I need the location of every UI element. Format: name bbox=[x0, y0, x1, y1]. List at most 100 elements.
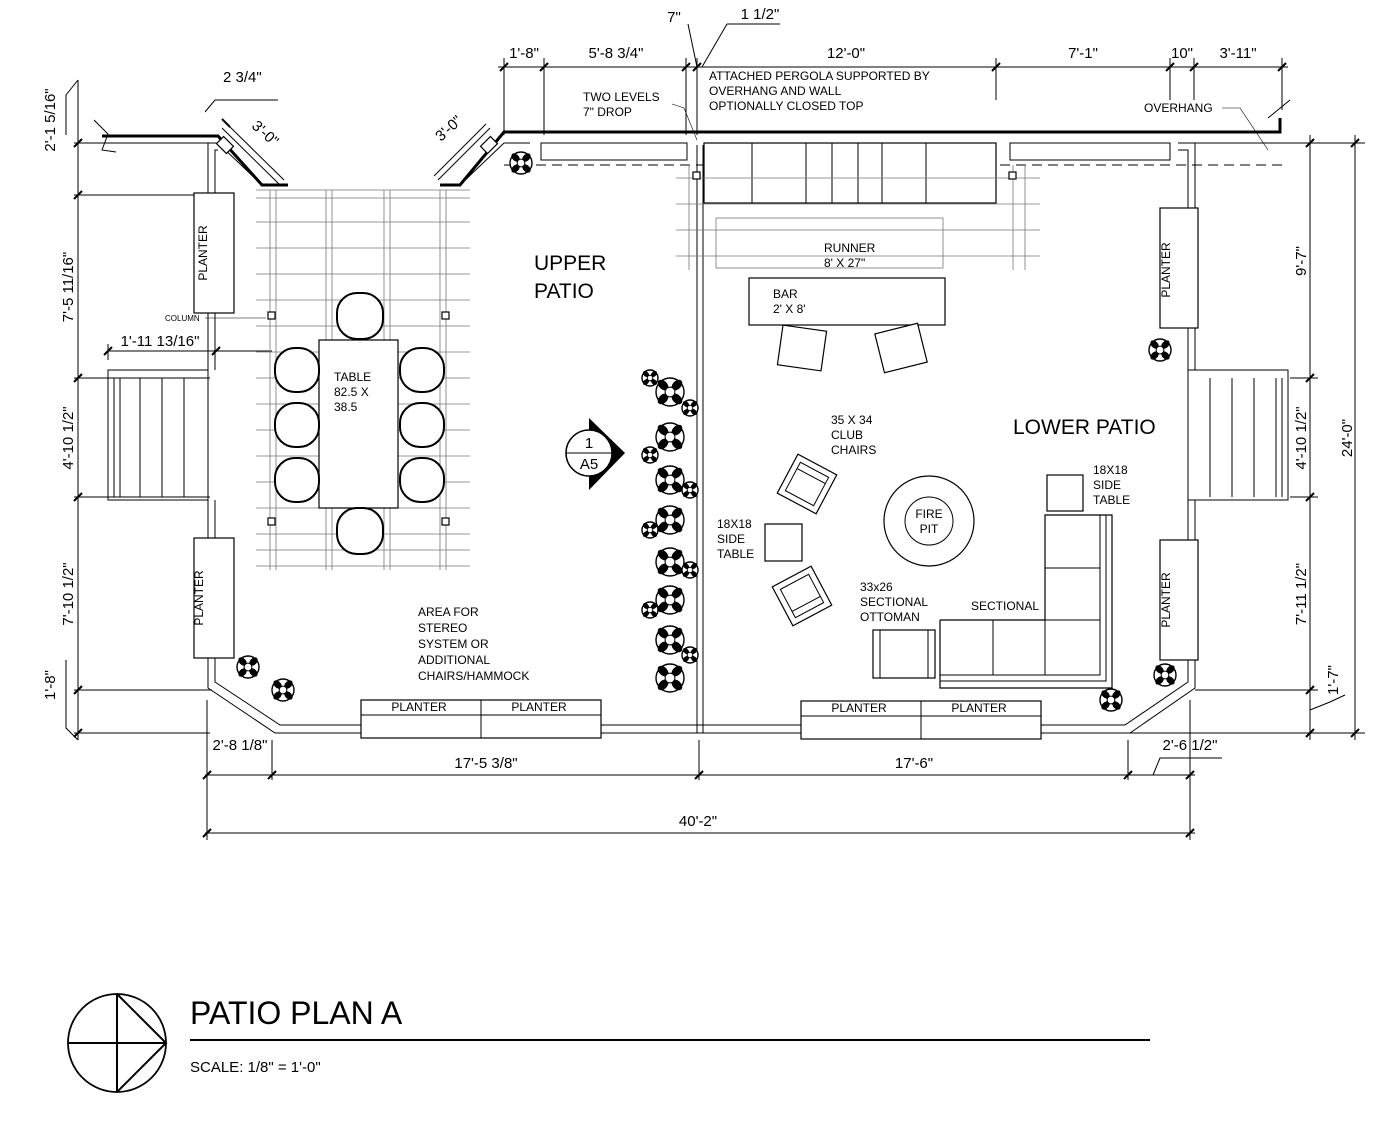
dining-chair bbox=[274, 457, 320, 503]
table-label: 82.5 X bbox=[334, 385, 369, 399]
shrub-icon bbox=[1099, 688, 1123, 712]
section-number: 1 bbox=[585, 435, 593, 452]
area-note: ADDITIONAL bbox=[418, 653, 490, 667]
dining-chair bbox=[336, 292, 384, 340]
pergola-note: OVERHANG AND WALL bbox=[709, 84, 842, 98]
dining-chair bbox=[274, 402, 320, 448]
side-table-left bbox=[764, 523, 803, 562]
ottoman-label: 33x26 bbox=[860, 580, 893, 594]
bar-label: BAR bbox=[773, 287, 798, 301]
title-block: PATIO PLAN A SCALE: 1/8" = 1'-0" bbox=[67, 993, 1150, 1093]
fire-pit: FIRE PIT bbox=[883, 475, 975, 567]
shrub-icon bbox=[681, 561, 699, 579]
shrub-icon bbox=[641, 521, 659, 539]
section-marker[interactable]: 1 A5 bbox=[565, 418, 625, 490]
club-chairs-label: 35 X 34 bbox=[831, 413, 873, 427]
upper-patio-label: PATIO bbox=[534, 280, 594, 303]
column-post bbox=[441, 517, 450, 526]
shrub-icon bbox=[655, 663, 685, 693]
dining-chair bbox=[399, 402, 445, 448]
runner-label: RUNNER bbox=[824, 241, 876, 255]
dim-top-7: 10" bbox=[1171, 45, 1193, 62]
dining-chair bbox=[399, 457, 445, 503]
bar-label: 2' X 8' bbox=[773, 302, 806, 316]
dim-top-6: 7'-1" bbox=[1068, 45, 1098, 62]
sectional-label: SECTIONAL bbox=[971, 599, 1039, 613]
bottom-dimension-string: 2'-8 1/8" 17'-5 3/8" 17'-6" 2'-6 1/2" 40… bbox=[202, 700, 1222, 840]
dim-bottom-2: 17'-5 3/8" bbox=[454, 755, 517, 772]
shrub-icon bbox=[655, 625, 685, 655]
side-table-right bbox=[1046, 474, 1084, 512]
dim-top-1: 1'-8" bbox=[509, 45, 539, 62]
planter-label: PLANTER bbox=[1159, 572, 1173, 628]
shrub-icon bbox=[1153, 663, 1177, 687]
dim-left-5: 1'-8" bbox=[42, 670, 59, 700]
dim-top-8: 3'-11" bbox=[1219, 45, 1256, 62]
planter-label: PLANTER bbox=[831, 701, 887, 715]
plan-scale: SCALE: 1/8" = 1'-0" bbox=[190, 1059, 321, 1076]
fire-pit-label: PIT bbox=[920, 522, 939, 536]
planters-bottom: PLANTER PLANTER PLANTER PLANTER bbox=[360, 699, 1042, 740]
shrub-icon bbox=[655, 585, 685, 615]
steps-right bbox=[1187, 369, 1289, 501]
shrub-icon bbox=[681, 481, 699, 499]
shrub-icon bbox=[655, 377, 685, 407]
planter-label: PLANTER bbox=[1159, 242, 1173, 298]
dim-right-total: 24'-0" bbox=[1339, 419, 1356, 457]
dim-right-4: 1'-7" bbox=[1325, 665, 1342, 695]
shrub-icon bbox=[641, 601, 659, 619]
pergola-note: ATTACHED PERGOLA SUPPORTED BY bbox=[709, 69, 930, 83]
fire-pit-label: FIRE bbox=[915, 507, 942, 521]
dining-table bbox=[318, 339, 399, 509]
shrub-icon bbox=[1148, 338, 1172, 362]
dim-top-4: 1 1/2" bbox=[741, 6, 780, 23]
dim-left-1: 2'-1 5/16" bbox=[42, 88, 59, 151]
area-note: SYSTEM OR bbox=[418, 637, 489, 651]
column-post bbox=[441, 311, 450, 320]
club-chair bbox=[771, 565, 833, 627]
left-dimension-string: 2'-1 5/16" 7'-5 11/16" 4'-10 1/2" 7'-10 … bbox=[42, 79, 272, 741]
area-note: AREA FOR bbox=[418, 605, 479, 619]
shrub-icon bbox=[271, 678, 295, 702]
planters-left: PLANTER PLANTER bbox=[192, 192, 235, 659]
dim-bottom-4: 2'-6 1/2" bbox=[1163, 737, 1218, 754]
side-table-right-label: TABLE bbox=[1093, 493, 1130, 507]
column-post bbox=[267, 311, 276, 320]
shrub-icon bbox=[641, 369, 659, 387]
column-post bbox=[267, 517, 276, 526]
column-post bbox=[692, 171, 701, 180]
dim-left-inner: 1'-11 13/16" bbox=[121, 333, 200, 350]
dim-right-2: 4'-10 1/2" bbox=[1293, 406, 1310, 469]
planter-right-upper bbox=[1159, 207, 1199, 329]
dining-table-group: TABLE 82.5 X 38.5 bbox=[274, 292, 445, 555]
ottoman-label: SECTIONAL bbox=[860, 595, 928, 609]
shrub-icon bbox=[655, 505, 685, 535]
shrub-icon bbox=[236, 655, 260, 679]
section-sheet: A5 bbox=[580, 456, 598, 473]
side-table-left-label: SIDE bbox=[717, 532, 745, 546]
table-label: TABLE bbox=[334, 370, 371, 384]
side-table-right-label: 18X18 bbox=[1093, 463, 1128, 477]
levels-note: 7" DROP bbox=[583, 105, 632, 119]
column-post bbox=[1008, 171, 1017, 180]
side-table-left-label: TABLE bbox=[717, 547, 754, 561]
lower-pergola bbox=[540, 142, 1171, 270]
column-label: COLUMN bbox=[165, 314, 200, 323]
levels-note: TWO LEVELS bbox=[583, 90, 660, 104]
planter-label: PLANTER bbox=[391, 700, 447, 714]
shrub-icon bbox=[641, 446, 659, 464]
dim-angled-left: 3'-0" bbox=[248, 117, 282, 150]
ottoman bbox=[872, 629, 936, 679]
dim-corner-top: 2 3/4" bbox=[223, 69, 262, 86]
area-note: STEREO bbox=[418, 621, 467, 635]
top-dimension-string: 1'-8" 5'-8 3/4" 7" 1 1/2" 12'-0" 7'-1" 1… bbox=[498, 6, 1288, 135]
runner-label: 8' X 27" bbox=[824, 256, 865, 270]
planter-label: PLANTER bbox=[192, 570, 206, 626]
dim-left-2: 7'-5 11/16" bbox=[60, 252, 77, 322]
planter-label: PLANTER bbox=[951, 701, 1007, 715]
dim-left-4: 7'-10 1/2" bbox=[60, 562, 77, 625]
dining-chair bbox=[399, 347, 445, 393]
club-chairs-label: CHAIRS bbox=[831, 443, 876, 457]
